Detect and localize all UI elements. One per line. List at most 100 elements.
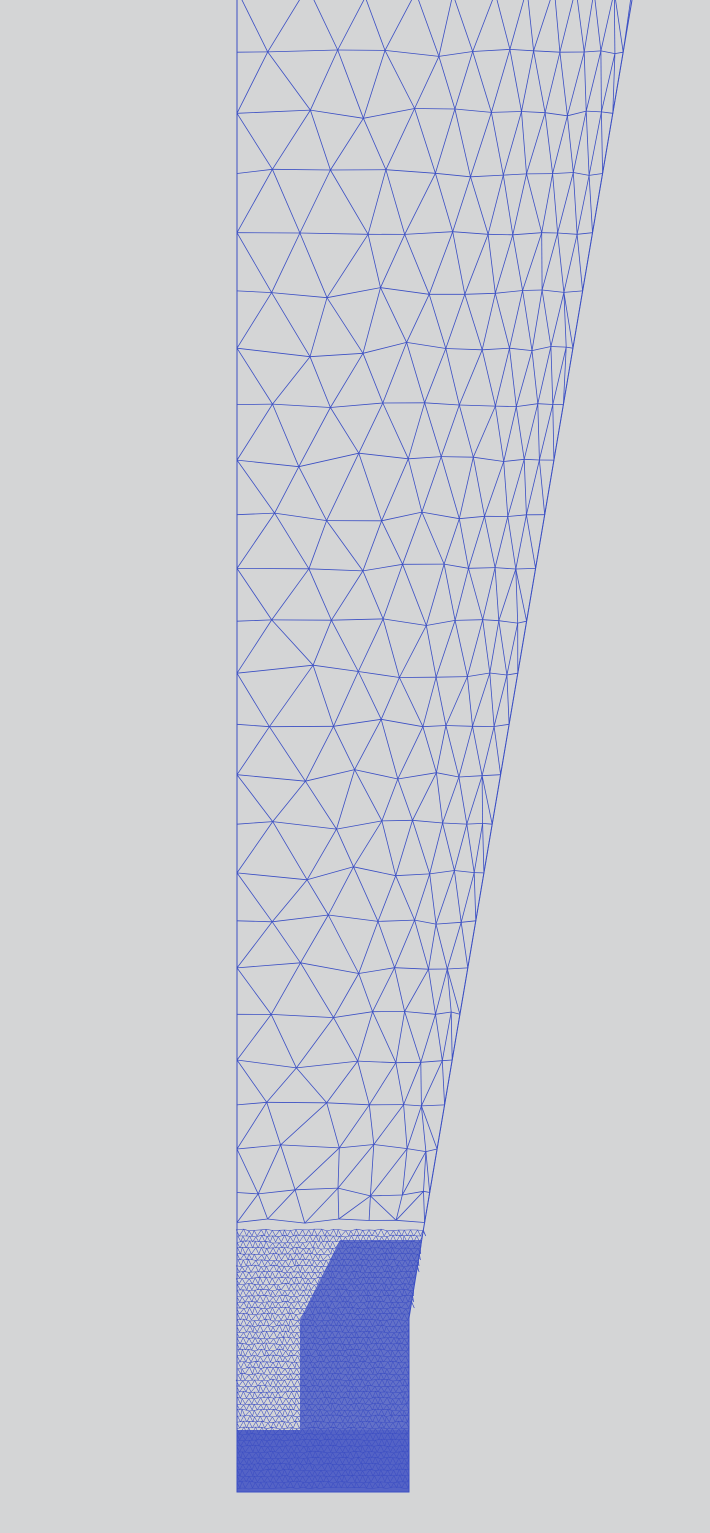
mesh-edge xyxy=(299,1374,304,1381)
mesh-edge xyxy=(357,1415,361,1423)
mesh-edge xyxy=(338,1307,342,1315)
mesh-edge xyxy=(402,1379,405,1387)
mesh-edge xyxy=(351,1325,355,1333)
mesh-edge xyxy=(369,1402,376,1406)
mesh-edge xyxy=(367,1410,372,1417)
mesh-edge xyxy=(404,1344,409,1351)
mesh-edge xyxy=(267,0,300,53)
mesh-edge xyxy=(375,1457,379,1465)
mesh-edge xyxy=(326,1397,333,1399)
mesh-edge xyxy=(313,1247,318,1255)
mesh-edge xyxy=(458,518,469,569)
mesh-edge xyxy=(275,1463,281,1471)
mesh-edge xyxy=(309,1463,313,1471)
mesh-edge xyxy=(236,1469,241,1477)
mesh-edge xyxy=(273,1374,278,1381)
mesh-edge xyxy=(290,1469,295,1477)
mesh-edge xyxy=(243,1361,250,1363)
mesh-edge xyxy=(236,109,311,114)
mesh-edge xyxy=(390,1332,395,1339)
mesh-edge xyxy=(368,1330,376,1333)
mesh-edge xyxy=(526,459,540,515)
mesh-edge xyxy=(380,1360,384,1369)
mesh-edge xyxy=(254,1337,259,1345)
mesh-edge xyxy=(302,1422,307,1429)
mesh-edge xyxy=(284,1242,289,1249)
mesh-edge xyxy=(380,1300,387,1303)
mesh-edge xyxy=(381,1331,388,1334)
mesh-edge xyxy=(358,1331,365,1339)
mesh-edge xyxy=(272,1324,280,1328)
mesh-edge xyxy=(383,1373,387,1381)
mesh-edge xyxy=(278,1260,283,1267)
mesh-edge xyxy=(236,292,272,349)
mesh-edge xyxy=(392,1265,399,1267)
mesh-edge xyxy=(257,1241,261,1249)
mesh-edge xyxy=(393,1475,398,1483)
mesh-edge xyxy=(494,293,510,349)
mesh-edge xyxy=(363,1259,369,1261)
mesh-edge xyxy=(273,1354,280,1356)
mesh-edge xyxy=(363,1318,370,1320)
mesh-edge xyxy=(345,1325,352,1327)
mesh-edge xyxy=(263,1433,267,1441)
mesh-edge xyxy=(302,1356,307,1363)
mesh-edge xyxy=(310,109,364,119)
mesh-edge xyxy=(351,1253,355,1261)
mesh-edge xyxy=(282,1324,286,1333)
mesh-edge xyxy=(278,1236,282,1243)
mesh-edge xyxy=(296,1289,300,1297)
mesh-edge xyxy=(377,1397,381,1405)
mesh-edge xyxy=(243,1476,250,1478)
mesh-edge xyxy=(301,1308,306,1315)
mesh-edge xyxy=(348,1301,351,1309)
mesh-edge xyxy=(246,1362,251,1369)
mesh-edge xyxy=(380,1432,385,1441)
mesh-edge xyxy=(533,0,551,51)
mesh-edge xyxy=(362,287,381,354)
mesh-edge xyxy=(381,1438,387,1440)
mesh-edge xyxy=(368,1062,397,1106)
mesh-edge xyxy=(309,1427,313,1435)
mesh-edge xyxy=(302,1277,306,1285)
mesh-edge xyxy=(345,1385,352,1387)
mesh-edge xyxy=(557,232,578,235)
mesh-edge xyxy=(312,1306,316,1315)
mesh-edge xyxy=(404,1259,409,1267)
mesh-edge xyxy=(303,1301,310,1303)
mesh-edge xyxy=(251,1404,255,1411)
mesh-edge xyxy=(353,1451,357,1459)
mesh-edge xyxy=(395,1421,399,1429)
mesh-edge xyxy=(337,1361,342,1369)
mesh-edge xyxy=(399,1392,404,1399)
mesh-edge xyxy=(374,1487,381,1489)
mesh-edge xyxy=(359,1379,363,1387)
mesh-edge xyxy=(384,1409,389,1417)
mesh-edge xyxy=(321,1301,326,1309)
mesh-edge xyxy=(236,672,270,727)
mesh-edge xyxy=(363,1409,369,1411)
mesh-edge xyxy=(273,1337,280,1339)
mesh-edge xyxy=(389,1230,394,1237)
mesh-edge xyxy=(290,1368,294,1375)
mesh-edge xyxy=(236,1242,241,1249)
mesh-edge xyxy=(320,1360,328,1363)
mesh-edge xyxy=(395,1458,400,1465)
mesh-edge xyxy=(365,1229,370,1237)
mesh-edge xyxy=(390,1242,393,1249)
mesh-edge xyxy=(335,1439,340,1447)
mesh-edge xyxy=(572,172,578,235)
mesh-edge xyxy=(260,1288,268,1290)
mesh-edge xyxy=(354,1439,358,1447)
mesh-edge xyxy=(242,1433,250,1436)
mesh-edge xyxy=(442,776,460,824)
mesh-edge xyxy=(236,1102,268,1150)
mesh-edge xyxy=(258,1271,263,1279)
mesh-edge xyxy=(386,1259,394,1261)
mesh-edge xyxy=(401,1481,406,1489)
mesh-edge xyxy=(312,1332,315,1339)
mesh-edge xyxy=(249,1391,255,1393)
mesh-edge xyxy=(344,1433,352,1435)
mesh-edge xyxy=(242,1337,247,1345)
